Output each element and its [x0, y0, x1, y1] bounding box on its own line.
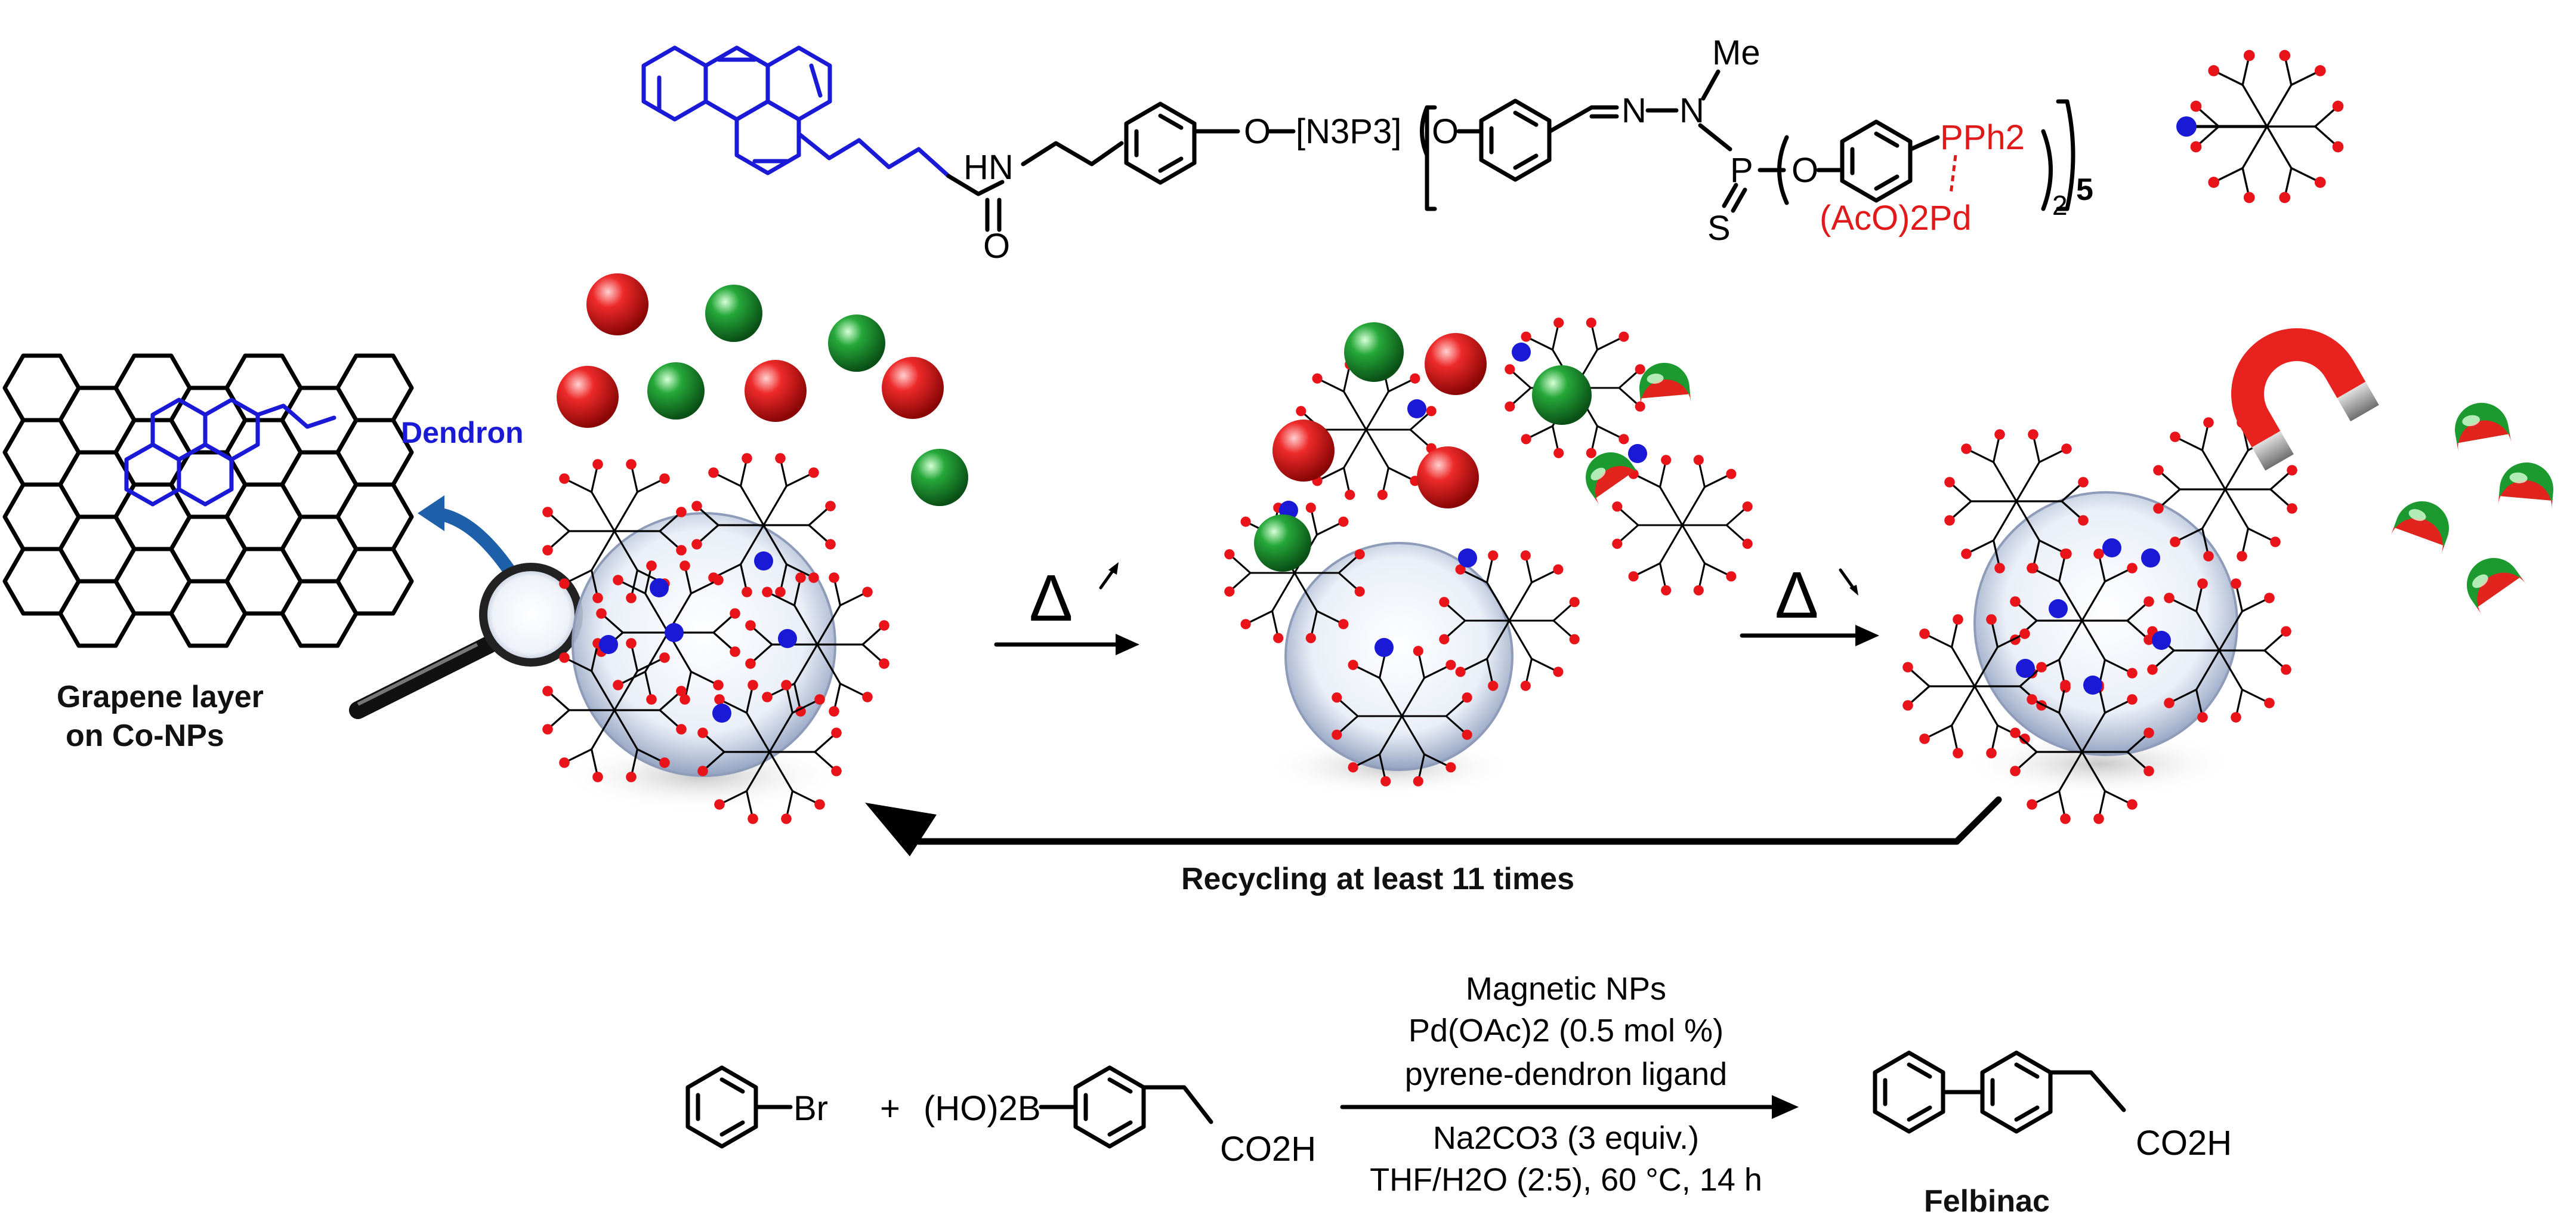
subscript-2: 2	[2052, 190, 2068, 221]
graphene-sheet: Dendron	[5, 356, 524, 646]
reaction-scheme: Br + (HO)2B CO2H Magnetic NPs Pd(OAc)2 (…	[688, 971, 2232, 1219]
green-sphere-icon	[705, 285, 762, 342]
middle-spheres	[1254, 322, 1691, 572]
linker-o: O	[1244, 112, 1271, 151]
alkyl-chain	[797, 132, 951, 178]
phosphorus: P	[1730, 151, 1753, 190]
pyrene-anchor	[124, 397, 336, 507]
red-sphere-icon	[882, 357, 944, 419]
dendrimer-cluster-right	[1901, 416, 2299, 825]
capsule-icon	[2390, 494, 2457, 554]
red-sphere-icon	[586, 273, 648, 335]
red-sphere-icon	[557, 366, 619, 428]
graphene-label-2: on Co-NPs	[66, 719, 224, 753]
condition-1: Magnetic NPs	[1466, 971, 1666, 1007]
methyl: Me	[1712, 33, 1760, 72]
magnifier-icon	[349, 563, 583, 719]
amide-nh: HN	[963, 148, 1014, 187]
magnet-icon	[2231, 328, 2379, 471]
red-sphere-icon	[745, 360, 807, 422]
recycling-label: Recycling at least 11 times	[1181, 862, 1574, 896]
capsule-icon	[2450, 398, 2512, 452]
capsule-icon	[2498, 460, 2556, 510]
bromide: Br	[793, 1089, 828, 1128]
green-sphere-icon	[828, 314, 885, 372]
dendrimer-icon	[2176, 48, 2345, 205]
phosphazene-core: [N3P3]	[1296, 112, 1401, 151]
bubble-icon	[1284, 542, 1514, 771]
capsule-icon	[2456, 547, 2526, 615]
condition-2: Pd(OAc)2 (0.5 mol %)	[1409, 1013, 1723, 1049]
green-sphere-icon	[647, 362, 705, 420]
heat-down-label: Δ	[1775, 559, 1818, 632]
condition-3: pyrene-dendron ligand	[1405, 1056, 1727, 1092]
condition-4: Na2CO3 (3 equiv.)	[1433, 1120, 1699, 1156]
dendrimer-cluster-middle	[1223, 316, 1754, 788]
product-capsules	[2390, 398, 2556, 615]
reactant-co2h: CO2H	[1220, 1130, 1316, 1168]
boronic-acid: (HO)2B	[923, 1089, 1041, 1128]
product-name: Felbinac	[1924, 1184, 2050, 1219]
sulfur: S	[1707, 209, 1731, 248]
plus-sign: +	[880, 1089, 900, 1128]
dendrimer-cluster-left	[541, 452, 891, 825]
dendron-label: Dendron	[401, 416, 524, 449]
n-imine: N	[1621, 91, 1647, 130]
reactant-spheres	[557, 273, 968, 506]
green-sphere-icon	[911, 449, 968, 506]
pyrene	[641, 45, 832, 175]
capsule-icon	[1637, 360, 1691, 407]
subscript-5: 5	[2076, 172, 2093, 207]
bubble-icon	[1973, 491, 2238, 756]
carbonyl-o: O	[983, 227, 1010, 266]
condition-5: THF/H2O (2:5), 60 °C, 14 h	[1370, 1162, 1762, 1198]
graphene-label-1: Grapene layer	[57, 680, 264, 714]
o-right: O	[1792, 151, 1818, 190]
pph2: PPh2	[1940, 118, 2025, 157]
ligand-structure: O HN O [N3P3] O N N Me P S O PPh2 (AcO)2…	[641, 33, 2093, 266]
pd-acetate: (AcO)2Pd	[1820, 199, 1972, 238]
product-co2h: CO2H	[2136, 1124, 2232, 1163]
o-left: O	[1432, 112, 1459, 151]
heat-up-label: Δ	[1029, 562, 1073, 635]
